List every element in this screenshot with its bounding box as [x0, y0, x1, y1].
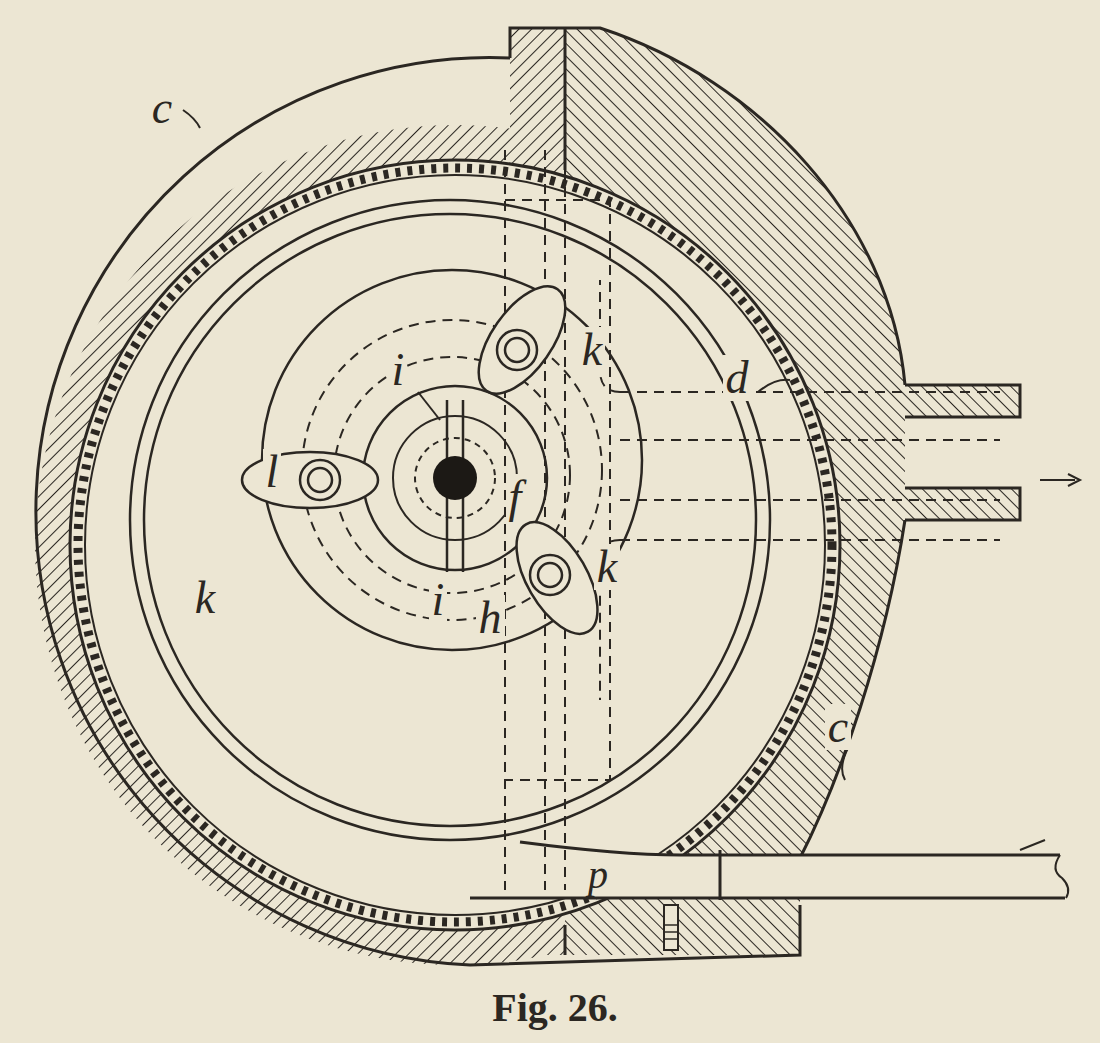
hidden-lines [505, 150, 610, 890]
outlet-pipe [600, 280, 1080, 700]
part-letter: l [263, 449, 282, 495]
slots [242, 272, 614, 647]
part-letter: k [594, 544, 620, 590]
casing [35, 28, 905, 965]
part-letter: p [585, 855, 611, 895]
inlet-pipe [470, 840, 1068, 950]
part-letter: i [429, 577, 448, 623]
drum [130, 200, 770, 840]
liner [78, 168, 832, 922]
figure-caption: Fig. 26. [492, 988, 618, 1028]
part-letter: k [579, 327, 605, 373]
part-letter: k [192, 575, 218, 621]
part-letter: f [506, 474, 525, 520]
part-letter: c [149, 85, 175, 131]
hub [262, 270, 642, 650]
part-letter: d [723, 355, 752, 401]
part-letter: c [825, 704, 851, 750]
part-letter: i [389, 347, 408, 393]
part-letter: h [476, 595, 505, 641]
leader-lines [183, 110, 848, 780]
